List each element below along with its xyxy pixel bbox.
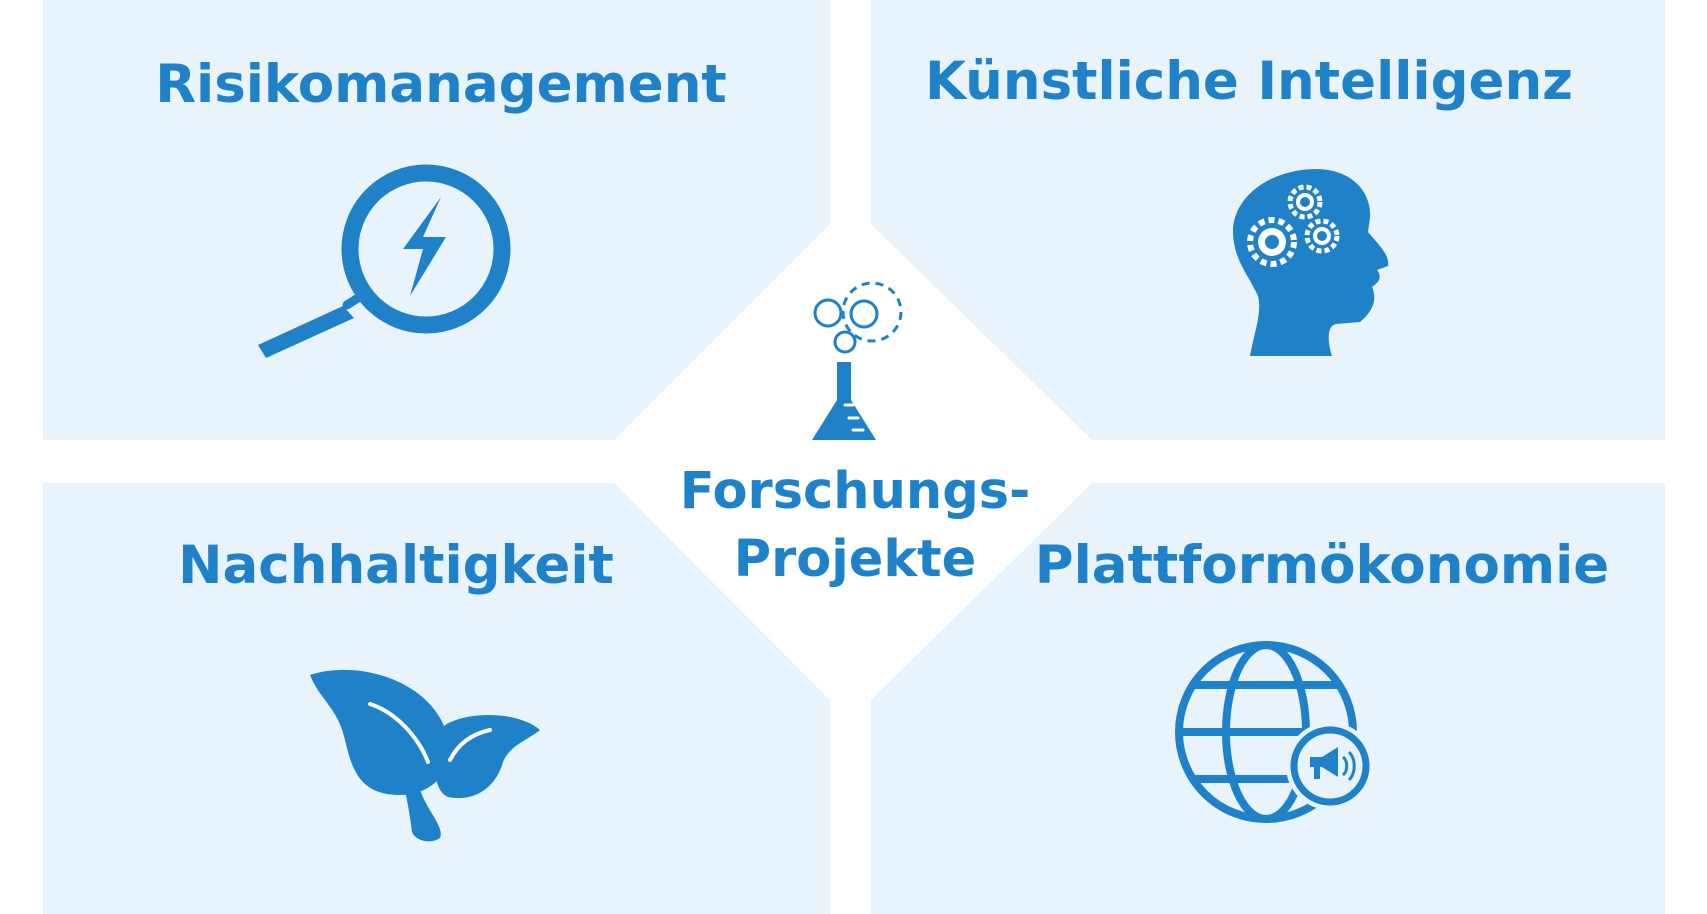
flask-gears-icon (812, 281, 903, 440)
panel-top-left (43, 0, 830, 440)
center-title-line-1: Forschungs- (679, 462, 1031, 521)
globe-megaphone-icon (1175, 641, 1374, 823)
panel-bottom-left (43, 483, 830, 914)
panel-bottom-right (871, 483, 1665, 914)
magnifier-lightning-icon (258, 164, 511, 358)
quadrant-title-risikomanagement: Risikomanagement (155, 54, 727, 115)
quadrant-title-kuenstliche-intelligenz: Künstliche Intelligenz (924, 51, 1574, 112)
quadrant-title-plattformoekonomie: Plattformökonomie (1034, 535, 1610, 596)
quadrant-title-nachhaltigkeit: Nachhaltigkeit (178, 535, 614, 596)
sprout-leaves-icon (310, 669, 540, 842)
head-gears-icon (1232, 169, 1389, 356)
center-title-line-2: Projekte (733, 530, 977, 589)
